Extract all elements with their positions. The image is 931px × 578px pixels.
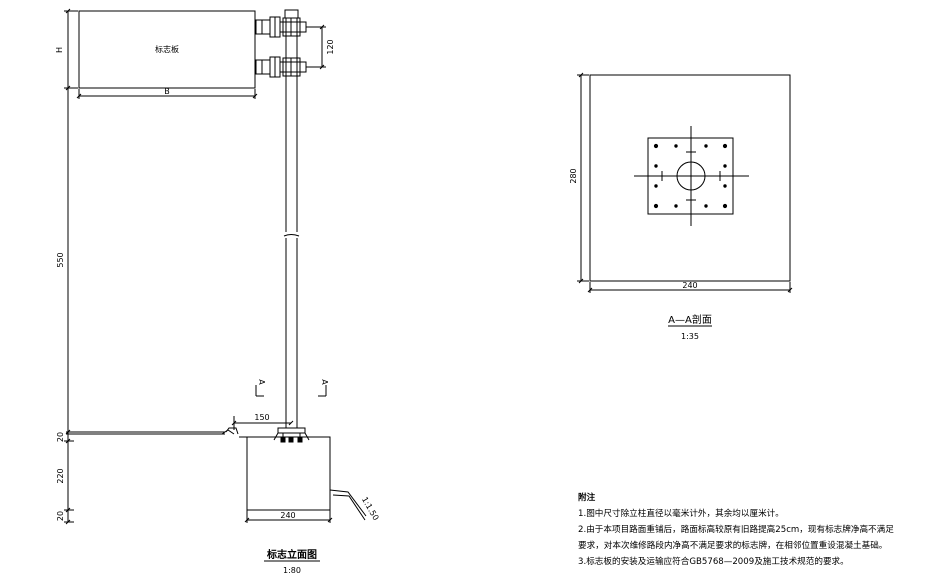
dim-h-line xyxy=(64,8,78,91)
section-mark-right xyxy=(318,385,327,397)
dim-220-label: 220 xyxy=(56,468,65,483)
slope-line xyxy=(329,489,367,521)
dim-280-line xyxy=(577,72,589,284)
clamp-upper xyxy=(255,16,307,38)
dim-h-label: H xyxy=(55,47,64,53)
note-line-4: 3.标志板的安装及运输应符合GB5768—2009及施工技术规范的要求。 xyxy=(578,557,849,567)
section-mark-right-label: A xyxy=(320,379,329,385)
dim-20-bottom-label: 20 xyxy=(56,511,65,521)
dim-120-label: 120 xyxy=(326,39,335,54)
section-title: A—A剖面 xyxy=(668,313,712,326)
notes-title: 附注 xyxy=(578,493,596,503)
note-line-3: 要求，对本次维修路段内净高不满足要求的标志牌，在相邻位置重设混凝土基础。 xyxy=(578,541,888,551)
dim-b-label: B xyxy=(164,87,170,96)
road-surface xyxy=(66,427,247,438)
elevation-title: 标志立面图 xyxy=(266,548,317,561)
notes-block: 附注 1.图中尺寸除立柱直径以毫米计外，其余均以厘米计。 2.由于本项目路面重铺… xyxy=(578,490,928,570)
dim-150-line xyxy=(231,416,294,430)
dim-280-label: 280 xyxy=(569,168,578,183)
dim-vertical-bottom xyxy=(64,432,74,525)
slope-label: 1:1.50 xyxy=(360,495,381,522)
section-anchor-bolts xyxy=(653,143,728,209)
dim-550-label: 550 xyxy=(56,252,65,267)
dim-150-label: 150 xyxy=(254,413,269,422)
dim-120-line xyxy=(306,24,326,70)
note-line-1: 1.图中尺寸除立柱直径以毫米计外，其余均以厘米计。 xyxy=(578,509,784,519)
dim-240-section-label: 240 xyxy=(682,281,697,290)
dim-240-elevation-label: 240 xyxy=(280,511,295,520)
clamp-lower xyxy=(255,56,307,78)
note-line-2: 2.由于本项目路面重铺后，路面标高较原有旧路提高25cm，现有标志牌净高不满足 xyxy=(578,525,894,535)
board-label: 标志板 xyxy=(155,44,179,54)
pole xyxy=(283,9,300,428)
base-plate xyxy=(273,427,310,443)
elevation-scale: 1:80 xyxy=(283,566,301,575)
dim-240-section-line xyxy=(587,282,793,293)
dim-20-top-label: 20 xyxy=(56,432,65,442)
section-mark-left-label: A xyxy=(257,379,266,385)
section-mark-left xyxy=(255,385,264,397)
section-outer-square xyxy=(589,74,791,282)
section-scale: 1:35 xyxy=(681,332,699,341)
dim-550-line xyxy=(65,88,71,435)
sign-board xyxy=(78,10,256,89)
dim-b-line xyxy=(76,89,258,99)
section-centerlines xyxy=(634,126,749,226)
dim-240-elevation-line xyxy=(244,510,333,523)
foundation xyxy=(240,436,331,511)
